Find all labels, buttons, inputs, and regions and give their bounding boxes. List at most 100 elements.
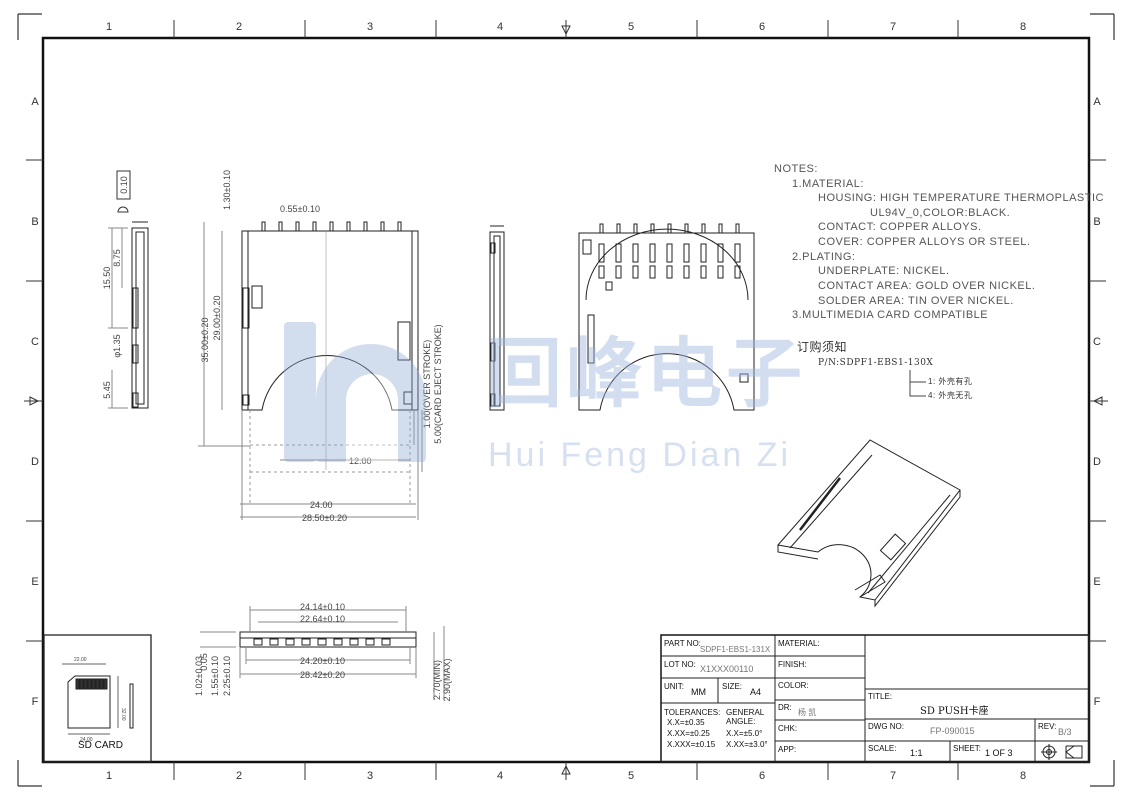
ordering-title: 订购须知 bbox=[797, 340, 848, 354]
scale-label: SCALE: bbox=[868, 744, 897, 753]
sd-dim-3: 32.00 bbox=[120, 708, 126, 721]
column-label: 5 bbox=[628, 21, 634, 33]
connector-pin bbox=[650, 223, 655, 234]
contact-slot bbox=[632, 265, 639, 279]
connector-pin bbox=[329, 221, 334, 232]
column-label: 2 bbox=[236, 21, 242, 33]
sheet-value: 1 OF 3 bbox=[985, 748, 1013, 758]
side-view bbox=[108, 170, 149, 409]
dim-f270: 2.70(MIN) bbox=[432, 660, 442, 700]
sd-contact bbox=[83, 678, 88, 690]
general-angle-label: GENERAL ANGLE: bbox=[726, 708, 764, 726]
unit-label: UNIT: bbox=[664, 682, 684, 691]
column-label: 5 bbox=[628, 770, 634, 782]
bottom-view bbox=[578, 223, 755, 411]
note-line: 2.PLATING: bbox=[792, 251, 856, 263]
dim-top-h: 1.30±0.10 bbox=[222, 170, 232, 210]
connector-pin bbox=[312, 221, 317, 232]
sd-contact bbox=[95, 678, 100, 690]
contact-slot bbox=[700, 265, 707, 279]
sd-contact bbox=[79, 678, 84, 690]
column-label: 8 bbox=[1020, 21, 1026, 33]
column-label: 7 bbox=[890, 770, 896, 782]
isometric-view bbox=[777, 439, 961, 608]
front-pin bbox=[285, 638, 295, 646]
title-block-grid bbox=[660, 634, 1090, 763]
row-label: A bbox=[31, 96, 39, 108]
connector-pin bbox=[380, 221, 385, 232]
sd-card-inset bbox=[43, 634, 152, 763]
contact-slot bbox=[632, 243, 639, 263]
note-line: COVER: COPPER ALLOYS OR STEEL. bbox=[818, 236, 1031, 248]
dim-f2414: 24.14±0.10 bbox=[300, 602, 345, 612]
front-pin bbox=[333, 638, 343, 646]
watermark-en: Hui Feng Dian Zi bbox=[488, 436, 792, 474]
row-label: E bbox=[31, 576, 38, 588]
column-label: 3 bbox=[367, 770, 373, 782]
connector-pin bbox=[718, 223, 723, 234]
contact-slot bbox=[683, 243, 690, 263]
connector-pin bbox=[278, 221, 283, 232]
scale-value: 1:1 bbox=[910, 748, 923, 758]
title-value: SD PUSH卡座 bbox=[920, 706, 989, 717]
contact-slot bbox=[649, 265, 656, 279]
contact-slot bbox=[717, 265, 724, 279]
row-label: A bbox=[1093, 96, 1101, 108]
connector-pin bbox=[599, 223, 604, 234]
row-label: F bbox=[32, 696, 39, 708]
notes-heading: NOTES: bbox=[774, 163, 818, 175]
row-label: C bbox=[1093, 336, 1101, 348]
color-label: COLOR: bbox=[778, 681, 809, 690]
connector-pin bbox=[735, 223, 740, 234]
size-value: A4 bbox=[750, 687, 762, 697]
watermark-cn: 回峰电子 bbox=[486, 332, 806, 417]
sd-card-label: SD CARD bbox=[78, 740, 123, 751]
dim-side-top: 0.10 bbox=[119, 176, 129, 194]
row-label: E bbox=[1093, 576, 1100, 588]
part-no-label: PART NO: bbox=[664, 639, 701, 648]
front-pin bbox=[253, 638, 263, 646]
note-line: UL94V_0,COLOR:BLACK. bbox=[870, 207, 1011, 219]
connector-pin bbox=[346, 221, 351, 232]
dim-side-h1: 8.75 bbox=[112, 249, 122, 267]
dim-f102: 1.02±0.03 bbox=[194, 656, 204, 696]
dim-eject-stroke: 5.00(CARD EJECT STROKE) bbox=[433, 324, 443, 443]
note-line: UNDERPLATE: NICKEL. bbox=[818, 265, 950, 277]
column-label: 2 bbox=[236, 770, 242, 782]
general-angle-line: X.XX=±3.0° bbox=[726, 740, 768, 749]
row-label: D bbox=[31, 456, 39, 468]
sd-contact bbox=[75, 678, 80, 690]
connector-pin bbox=[667, 223, 672, 234]
column-label: 7 bbox=[890, 21, 896, 33]
sd-contact bbox=[99, 678, 104, 690]
sd-dim-1: 22.00 bbox=[74, 657, 87, 663]
unit-value: MM bbox=[691, 687, 706, 697]
dim-f290: 2.90(MAX) bbox=[442, 658, 452, 701]
contact-slot bbox=[700, 243, 707, 263]
dr-value: 杨 凯 bbox=[798, 708, 817, 717]
finish-label: FINISH: bbox=[778, 660, 807, 669]
rev-label: REV: bbox=[1038, 722, 1057, 731]
note-line: 3.MULTIMEDIA CARD COMPATIBLE bbox=[792, 309, 989, 321]
lot-no-label: LOT NO: bbox=[664, 660, 696, 669]
row-label: B bbox=[1093, 216, 1100, 228]
column-label: 1 bbox=[106, 21, 112, 33]
sheet-label: SHEET: bbox=[953, 744, 982, 753]
centering-arrows bbox=[24, 20, 1108, 780]
contact-slot bbox=[598, 265, 605, 279]
contact-slot bbox=[649, 243, 656, 263]
dim-side-phi: φ1.35 bbox=[112, 334, 122, 357]
dwg-no-label: DWG NO: bbox=[868, 722, 904, 731]
note-line: 1.MATERIAL: bbox=[792, 178, 864, 190]
sd-contact bbox=[91, 678, 96, 690]
connector-pin bbox=[397, 221, 402, 232]
contact-slot bbox=[615, 265, 622, 279]
front-view bbox=[200, 606, 445, 700]
sd-dim-2: 24.00 bbox=[80, 737, 93, 743]
tolerance-line: X.XXX=±0.15 bbox=[667, 740, 716, 749]
ordering-option-1: 1: 外壳有孔 bbox=[928, 377, 973, 386]
